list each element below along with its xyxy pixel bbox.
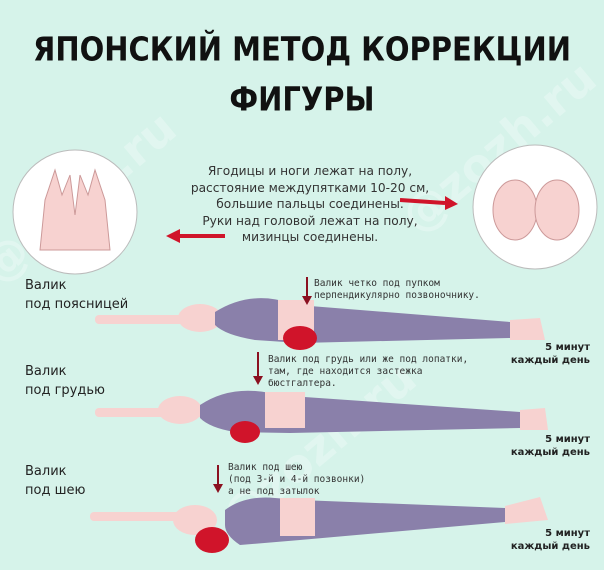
duration-neck: 5 минут каждый день (510, 527, 590, 553)
note-line: Валик под шею (228, 462, 303, 473)
note-neck: Валик под шею(под 3-й и 4-й позвонки)а н… (228, 462, 365, 498)
duration-line: каждый день (510, 541, 590, 552)
title-line-1: ЯПОНСКИЙ МЕТОД КОРРЕКЦИИ (32, 29, 571, 69)
duration-line: 5 минут (545, 434, 590, 445)
note-line: перпендикулярно позвоночнику. (314, 290, 480, 301)
label-line: Валик (25, 278, 67, 293)
label-line: под грудью (25, 383, 105, 398)
note-line: там, где находится застежка (268, 366, 423, 377)
duration-line: каждый день (510, 355, 590, 366)
label-line: Валик (25, 464, 67, 479)
instruction-line: большие пальцы соединены. (216, 197, 404, 211)
arrow-right-icon (399, 196, 458, 210)
label-line: под поясницей (25, 297, 129, 312)
instruction-line: Руки над головой лежат на полу, (202, 213, 418, 228)
section-label-lower-back: Валик под поясницей (25, 276, 128, 314)
arrow-left-icon (166, 229, 225, 243)
section-label-neck: Валик под шею (25, 462, 85, 500)
instructions-text: Ягодицы и ноги лежат на полу, расстояние… (165, 163, 455, 246)
hands-illustration (12, 149, 138, 275)
instruction-line: мизинцы соединены. (241, 230, 379, 244)
duration-line: 5 минут (545, 528, 590, 539)
duration-chest: 5 минут каждый день (510, 433, 590, 459)
figure-chest (95, 352, 548, 443)
label-line: под шею (25, 483, 86, 498)
figure-lower-back (95, 277, 545, 350)
duration-lower-back: 5 минут каждый день (510, 341, 590, 367)
instruction-line: расстояние междупятками 10-20 см, (190, 180, 430, 195)
figure-neck (90, 465, 548, 553)
instruction-line: Ягодицы и ноги лежат на полу, (207, 164, 413, 178)
note-chest: Валик под грудь или же под лопатки,там, … (268, 354, 468, 390)
title-line-2: ФИГУРЫ (229, 79, 375, 119)
note-line: а не под затылок (228, 486, 320, 497)
feet-illustration (472, 144, 598, 270)
label-line: Валик (25, 364, 67, 379)
note-line: Валик четко под пупком (314, 278, 440, 289)
section-label-chest: Валик под грудью (25, 362, 105, 400)
note-line: бюстгалтера. (268, 378, 337, 389)
note-line: (под 3-й и 4-й позвонки) (228, 474, 366, 485)
duration-line: каждый день (510, 447, 590, 458)
duration-line: 5 минут (545, 342, 590, 353)
note-line: Валик под грудь или же под лопатки, (268, 354, 469, 365)
